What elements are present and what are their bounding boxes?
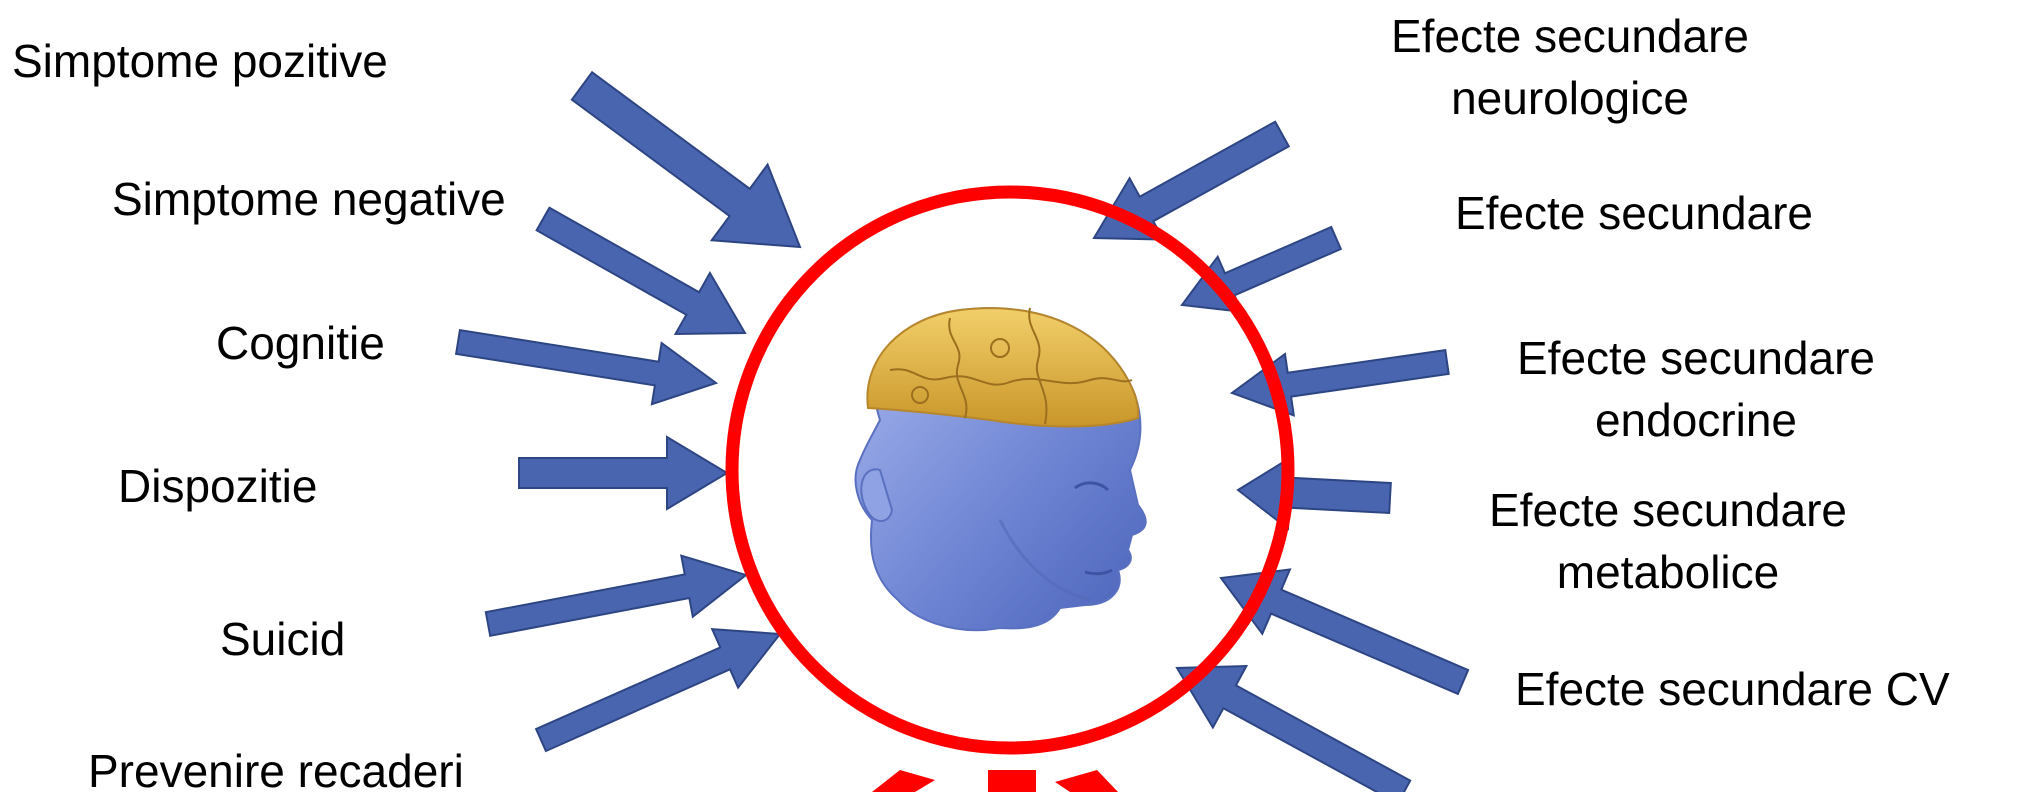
head-with-puzzle-brain-icon: [856, 308, 1146, 630]
arrow-relapse-prevention: [536, 629, 780, 751]
label-neuro-line2: neurologice: [1360, 67, 1780, 129]
arrow-metabolic-side-effects: [1238, 457, 1391, 529]
label-metabolic-side-effects: Efecte secundare metabolice: [1458, 479, 1878, 603]
label-endocrine-line2: endocrine: [1486, 389, 1906, 451]
bottom-red-stripes: [872, 770, 1118, 792]
red-stripe-middle: [988, 770, 1036, 792]
label-metabolic-line1: Efecte secundare: [1458, 479, 1878, 541]
arrow-mood: [519, 437, 727, 509]
label-cognition: Cognitie: [216, 312, 385, 374]
arrow-suicide: [486, 556, 746, 636]
red-stripe-right: [1055, 770, 1118, 792]
label-endocrine-side-effects: Efecte secundare endocrine: [1486, 327, 1906, 451]
label-neuro-line1: Efecte secundare: [1360, 5, 1780, 67]
arrow-positive-symptoms: [572, 72, 800, 247]
label-neuro-side-effects: Efecte secundare neurologice: [1360, 5, 1780, 129]
label-cv-side-effects: Efecte secundare CV: [1515, 658, 1950, 720]
label-mood: Dispozitie: [118, 455, 317, 517]
label-negative-symptoms: Simptome negative: [112, 168, 506, 230]
label-relapse-prevention: Prevenire recaderi: [88, 740, 464, 792]
arrow-negative-symptoms: [537, 208, 745, 334]
arrow-bottom-right: [1177, 666, 1410, 792]
label-endocrine-line1: Efecte secundare: [1486, 327, 1906, 389]
red-stripe-left: [872, 770, 935, 792]
label-positive-symptoms: Simptome pozitive: [12, 30, 388, 92]
label-side-effects: Efecte secundare: [1455, 182, 1813, 244]
label-metabolic-line2: metabolice: [1458, 541, 1878, 603]
arrow-cognition: [456, 330, 716, 404]
label-suicide: Suicid: [220, 608, 345, 670]
